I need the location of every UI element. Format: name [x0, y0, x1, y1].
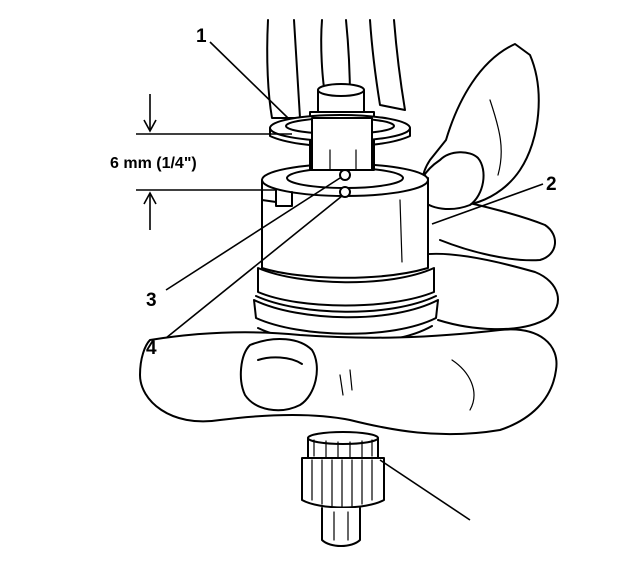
- callout-1: 1: [196, 26, 207, 47]
- callout-2: 2: [546, 174, 557, 195]
- front-hand: [139, 328, 558, 436]
- dimension-marker: [136, 94, 292, 230]
- dimension-label: 6 mm (1/4"): [110, 155, 197, 172]
- callout-3: 3: [146, 290, 157, 311]
- right-hand: [417, 151, 559, 331]
- callout-leaders: [165, 41, 544, 521]
- washer-part-1: [269, 114, 411, 171]
- bottom-fitting: [301, 431, 385, 547]
- callout-4: 4: [146, 338, 157, 359]
